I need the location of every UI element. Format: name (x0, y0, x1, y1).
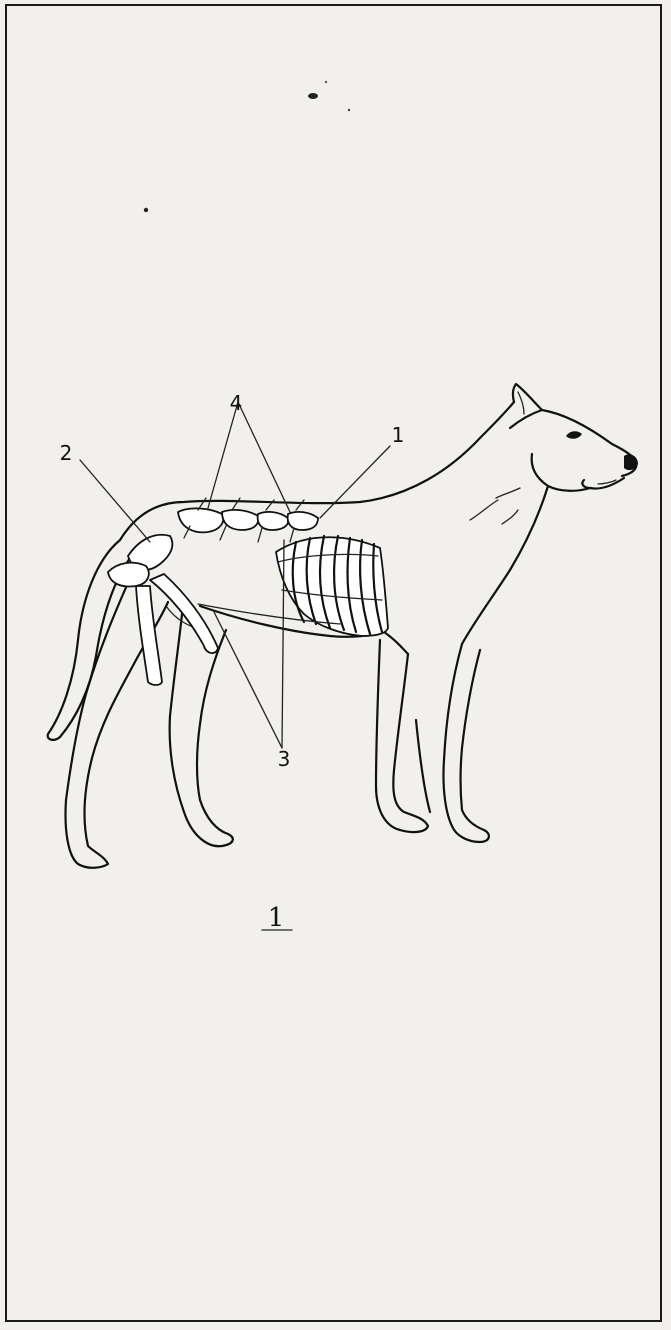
vertebrae-bones (178, 498, 318, 542)
paper-specks (144, 81, 350, 212)
ribcage-bones (276, 536, 388, 636)
label-3: 3 (278, 747, 291, 771)
label-1: 1 (392, 423, 405, 447)
figure-number: 1 (268, 903, 285, 933)
label-2: 2 (60, 441, 73, 465)
label-4: 4 (230, 391, 243, 415)
